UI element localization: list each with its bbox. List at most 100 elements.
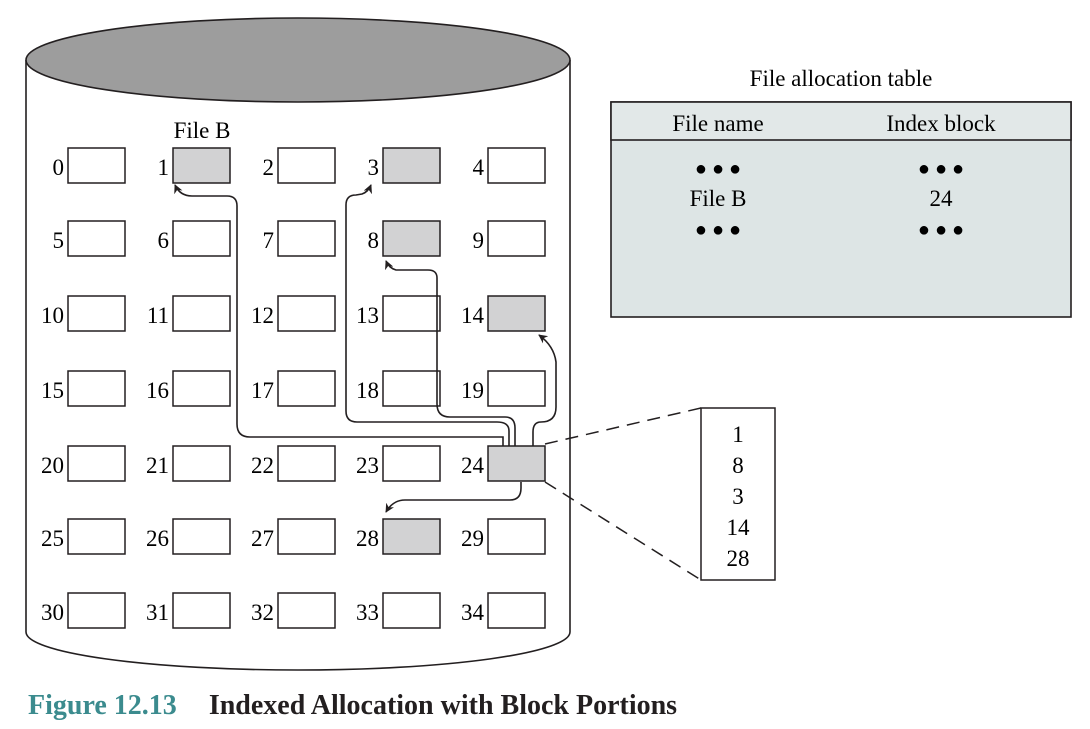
block-28	[382, 518, 441, 555]
index-entry: 1	[732, 422, 744, 447]
block-number-31: 31	[146, 600, 169, 625]
index-entry: 3	[732, 484, 744, 509]
block-4	[487, 147, 546, 184]
block-20	[67, 445, 126, 482]
block-31	[172, 592, 231, 629]
block-number-1: 1	[158, 155, 170, 180]
file-b-label: File B	[174, 118, 231, 143]
ellipsis-name-bottom: ● ● ●	[695, 219, 741, 241]
index-entry: 28	[727, 546, 750, 571]
block-number-26: 26	[146, 526, 169, 551]
index-block-box	[700, 407, 776, 581]
block-number-0: 0	[53, 155, 65, 180]
block-15	[67, 370, 126, 407]
block-number-3: 3	[368, 155, 380, 180]
block-9	[487, 220, 546, 257]
index-entries: 1 8 3 14 28	[727, 422, 751, 571]
block-number-11: 11	[147, 303, 169, 328]
index-entry: 14	[727, 515, 751, 540]
block-number-34: 34	[461, 600, 485, 625]
arrow-to-block-8	[385, 260, 516, 446]
block-33	[382, 592, 441, 629]
block-0	[67, 147, 126, 184]
ellipsis-index-top: ● ● ●	[918, 158, 964, 180]
block-number-25: 25	[41, 526, 64, 551]
block-number-23: 23	[356, 453, 379, 478]
disk-body	[25, 60, 571, 671]
block-number-17: 17	[251, 378, 274, 403]
block-6	[172, 220, 231, 257]
block-number-29: 29	[461, 526, 484, 551]
figure-caption: Figure 12.13 Indexed Allocation with Bloc…	[28, 690, 677, 722]
block-number-4: 4	[473, 155, 485, 180]
table-title: File allocation table	[750, 66, 933, 91]
block-8	[382, 220, 441, 257]
block-14	[487, 295, 546, 332]
arrow-to-block-28	[385, 482, 522, 513]
block-16	[172, 370, 231, 407]
block-24	[487, 445, 546, 482]
block-number-6: 6	[158, 228, 170, 253]
index-pointer-arrows	[174, 184, 557, 513]
block-number-14: 14	[461, 303, 485, 328]
block-number-33: 33	[356, 600, 379, 625]
block-number-15: 15	[41, 378, 64, 403]
block-25	[67, 518, 126, 555]
block-number-20: 20	[41, 453, 64, 478]
block-21	[172, 445, 231, 482]
index-entry: 8	[732, 453, 744, 478]
block-number-10: 10	[41, 303, 64, 328]
block-2	[277, 147, 336, 184]
index-callout-lines	[544, 407, 702, 581]
block-number-18: 18	[356, 378, 379, 403]
block-26	[172, 518, 231, 555]
block-1	[172, 147, 231, 184]
block-number-5: 5	[53, 228, 65, 253]
block-number-30: 30	[41, 600, 64, 625]
block-number-27: 27	[251, 526, 274, 551]
block-18	[382, 370, 441, 407]
arrow-to-block-1	[174, 184, 504, 446]
block-number-24: 24	[461, 453, 485, 478]
block-22	[277, 445, 336, 482]
block-number-32: 32	[251, 600, 274, 625]
disk-top	[25, 17, 571, 103]
arrow-to-block-14	[532, 334, 557, 446]
block-12	[277, 295, 336, 332]
block-7	[277, 220, 336, 257]
block-number-9: 9	[473, 228, 485, 253]
file-allocation-table: File allocation table File name Index bl…	[610, 66, 1072, 318]
disk-cylinder	[25, 17, 571, 671]
block-number-12: 12	[251, 303, 274, 328]
block-17	[277, 370, 336, 407]
block-number-21: 21	[146, 453, 169, 478]
block-34	[487, 592, 546, 629]
block-number-8: 8	[368, 228, 380, 253]
block-number-2: 2	[263, 155, 275, 180]
block-29	[487, 518, 546, 555]
ellipsis-name-top: ● ● ●	[695, 158, 741, 180]
index-block-contents: 1 8 3 14 28	[700, 407, 776, 581]
figure-title: Indexed Allocation with Block Portions	[208, 690, 678, 721]
block-19	[487, 370, 546, 407]
block-27	[277, 518, 336, 555]
header-file-name: File name	[672, 111, 763, 136]
block-number-7: 7	[263, 228, 275, 253]
block-number-16: 16	[146, 378, 169, 403]
block-13	[382, 295, 441, 332]
block-30	[67, 592, 126, 629]
header-index-block: Index block	[886, 111, 996, 136]
arrow-to-block-3	[345, 184, 510, 446]
row-file-name: File B	[690, 186, 747, 211]
figure-number: Figure 12.13	[28, 690, 177, 721]
block-number-28: 28	[356, 526, 379, 551]
block-23	[382, 445, 441, 482]
ellipsis-index-bottom: ● ● ●	[918, 219, 964, 241]
block-10	[67, 295, 126, 332]
block-11	[172, 295, 231, 332]
block-3	[382, 147, 441, 184]
block-32	[277, 592, 336, 629]
block-number-22: 22	[251, 453, 274, 478]
